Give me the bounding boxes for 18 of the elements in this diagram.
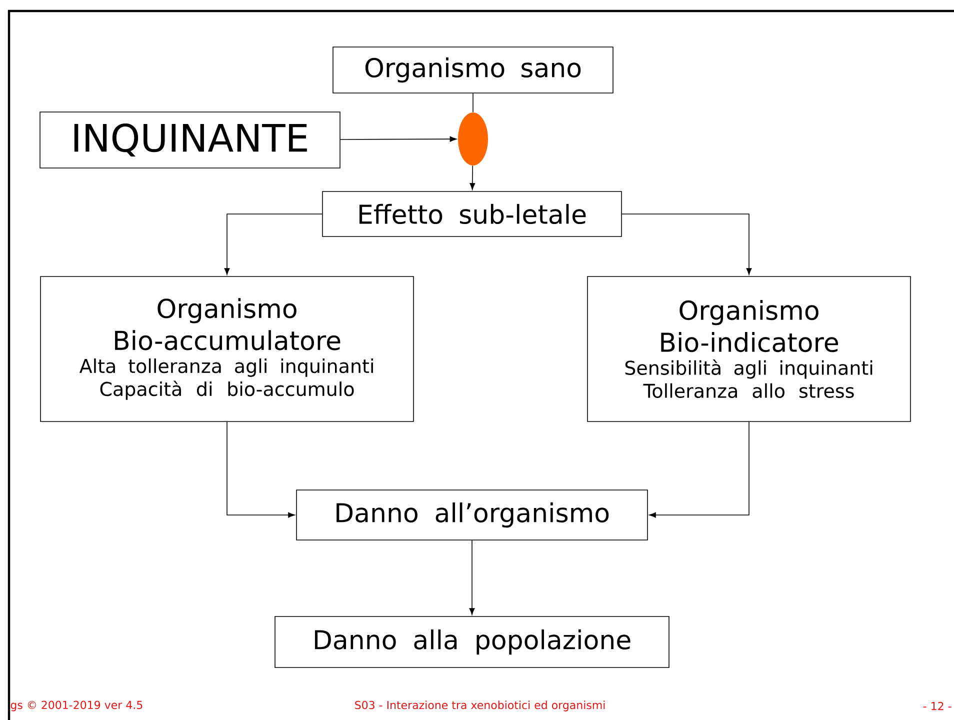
flow-box: INQUINANTE bbox=[40, 112, 340, 168]
arrow bbox=[469, 540, 475, 615]
arrow bbox=[224, 214, 322, 275]
flow-box: Organismo sano bbox=[332, 46, 614, 94]
arrow bbox=[226, 422, 295, 518]
arrow bbox=[649, 422, 750, 518]
footer-text: gs © 2001-2019 ver 4.5 bbox=[10, 700, 142, 712]
description-box: Organismo Bio-accumulatore Alta tolleranza agli inquinanti Capacità di bio-accumulo bbox=[40, 276, 414, 422]
flow-box: Danno alla popolazione bbox=[274, 616, 670, 668]
arrow bbox=[470, 165, 476, 190]
flow-box: Danno all’organismo bbox=[296, 490, 648, 540]
footer-text: - 12 - bbox=[923, 702, 952, 710]
footer-text: S03 - Interazione tra xenobiotici ed organismi bbox=[355, 700, 605, 712]
flow-box: Effetto sub-letale bbox=[322, 191, 622, 237]
ellipse-node bbox=[458, 112, 488, 166]
arrow bbox=[622, 214, 752, 275]
arrow bbox=[340, 136, 457, 142]
description-box: Organismo Bio-indicatore Sensibilità agli inquinanti Tolleranza allo stress bbox=[587, 276, 911, 422]
